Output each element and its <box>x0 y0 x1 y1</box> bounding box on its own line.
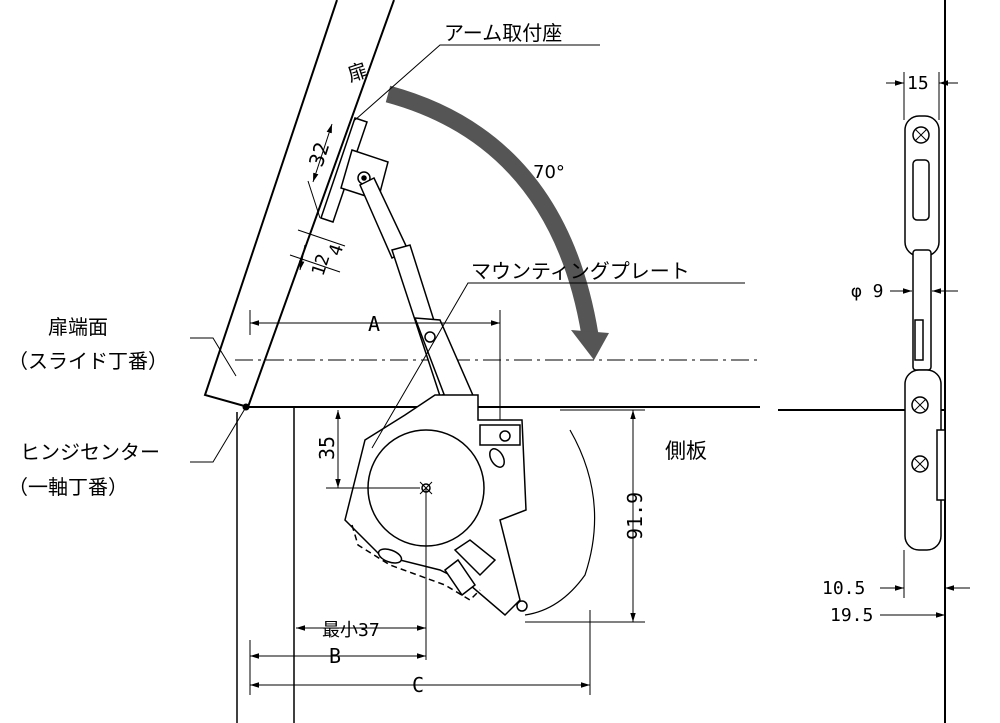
dimension-lines <box>249 123 645 695</box>
dim-10-5: 10.5 <box>822 578 865 599</box>
cabinet-outline <box>235 359 760 723</box>
dim-32: 32 <box>304 139 334 169</box>
mounting-plate-label: マウンティングプレート <box>471 259 690 283</box>
hinge-center-sublabel: （一軸丁番） <box>8 475 128 499</box>
dim-12: 12 <box>308 251 335 278</box>
side-panel-label: 側板 <box>665 439 707 463</box>
dim-C: C <box>412 673 424 697</box>
angle-label: 70° <box>533 162 565 183</box>
dim-min37: 最小37 <box>322 620 380 641</box>
door-face-sublabel: （スライド丁番） <box>8 349 168 373</box>
hinge-center-label: ヒンジセンター <box>20 440 160 464</box>
rotation-arrow <box>385 85 609 360</box>
dim-B: B <box>329 644 341 668</box>
door-panel <box>203 0 395 409</box>
side-view-dimensions <box>880 72 970 618</box>
dim-19-5: 19.5 <box>830 605 873 626</box>
dim-91-9: 91.9 <box>623 492 647 540</box>
door-face-label: 扉端面 <box>48 315 108 339</box>
dim-15: 15 <box>907 73 929 94</box>
door-label: 扉 <box>344 58 370 87</box>
arm-mount-label: アーム取付座 <box>444 21 562 45</box>
side-view-hinge <box>904 115 946 551</box>
dim-phi9: φ 9 <box>851 281 884 302</box>
hinge-arm <box>359 176 476 411</box>
leader-lines <box>190 44 745 463</box>
dim-35: 35 <box>315 436 339 460</box>
dim-A: A <box>368 312 380 336</box>
